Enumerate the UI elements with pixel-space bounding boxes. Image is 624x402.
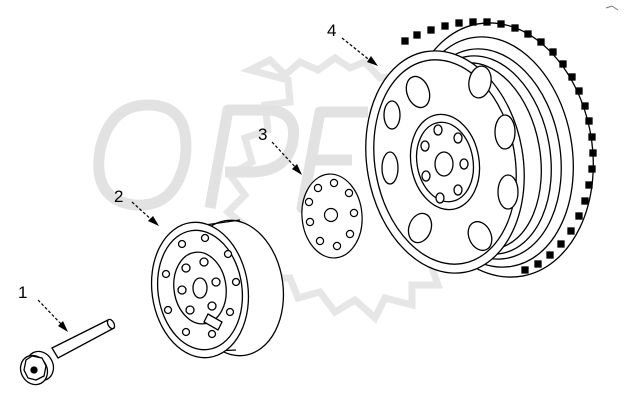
bolt [19, 318, 116, 386]
leader-lines [37, 37, 378, 332]
callout-3: 3 [258, 125, 268, 144]
pulley [150, 219, 285, 359]
watermark-gear [222, 53, 460, 324]
leader-2 [131, 201, 159, 226]
corner-mark [605, 5, 619, 11]
callout-2: 2 [114, 187, 124, 206]
flywheel-windows [381, 65, 519, 252]
spacer-plate [301, 173, 363, 259]
leader-1 [37, 299, 68, 332]
callout-4: 4 [327, 21, 337, 40]
pulley-holes [161, 233, 241, 339]
watermark-letter-p [204, 104, 299, 209]
flywheel [365, 18, 597, 278]
callout-1: 1 [18, 283, 28, 302]
spacer-holes [304, 178, 359, 251]
leader-3 [271, 141, 302, 175]
pulley-hub-holes [177, 257, 221, 315]
leader-4 [341, 37, 378, 66]
flywheel-bolt-holes [420, 124, 469, 204]
ring-gear-teeth [401, 18, 597, 274]
watermark-letter-o [93, 99, 192, 211]
